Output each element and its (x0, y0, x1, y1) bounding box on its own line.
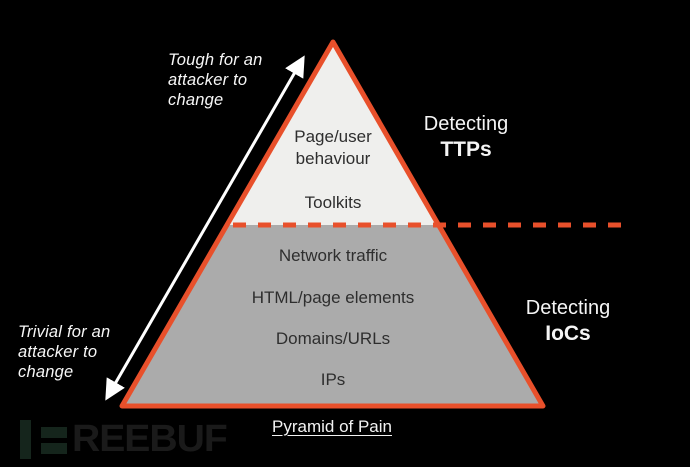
freebuf-logo-icon (20, 420, 31, 459)
level-toolkits: Toolkits (304, 193, 362, 212)
freebuf-logo-text: REEBUF (72, 418, 228, 460)
freebuf-logo-icon (41, 427, 67, 438)
freebuf-logo-icon (41, 443, 67, 454)
level-ips: IPs (320, 370, 346, 389)
tough-to-change-label: Tough for an attacker to change (168, 51, 263, 109)
level-page-user-behaviour: Page/user behaviour (294, 127, 372, 168)
trivial-to-change-label: Trivial for an attacker to change (18, 323, 111, 381)
level-domains-urls: Domains/URLs (275, 329, 391, 348)
detecting-iocs-label: Detecting IoCs (525, 297, 611, 345)
level-html-page-elements: HTML/page elements (251, 288, 415, 307)
freebuf-logo: REEBUF (20, 419, 230, 461)
detecting-ttps-label: Detecting TTPs (423, 113, 509, 161)
difficulty-arrow (105, 55, 305, 401)
diagram-caption: Pyramid of Pain (272, 417, 392, 436)
level-network-traffic: Network traffic (278, 246, 388, 265)
